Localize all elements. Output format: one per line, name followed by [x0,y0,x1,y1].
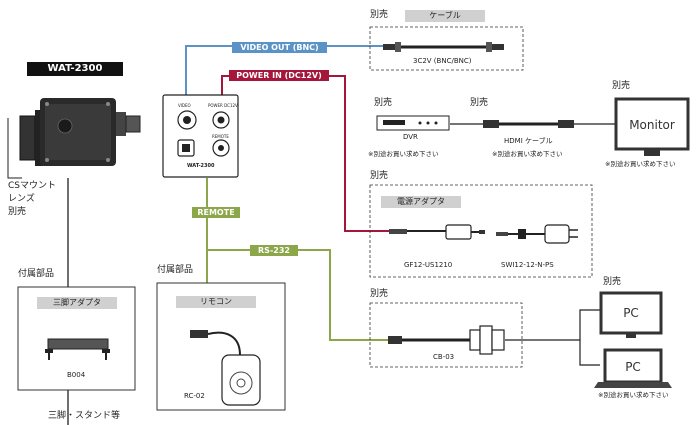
pc-split-line [505,309,600,341]
power-group-box [369,184,593,278]
monitor-sold-separately: 別売 [612,81,631,91]
dvr-name: DVR [403,133,418,141]
desktop-pc-illustration [599,291,663,338]
video-out-label: VIDEO OUT (BNC) [232,42,327,53]
monitor-illustration [614,97,690,156]
power-adapter-1-name: GF12-US1210 [404,261,453,269]
bnc-cable-illustration [383,42,504,52]
remote-control-header: リモコン [176,296,256,308]
hdmi-cable-name: HDMI ケーブル [504,137,553,145]
serial-group-box [369,302,523,368]
power-adapter-2-name: SWI12-12-N-PS [501,261,554,269]
cable-sold-separately: 別売 [370,10,389,20]
tripod-adapter-header: 三脚アダプタ [37,297,117,309]
control-unit-model-label: WAT-2300 [187,163,215,169]
monitor-screen-text: Monitor [629,118,675,132]
tripod-adapter-illustration [45,338,110,360]
power-adapter-header: 電源アダプタ [381,196,461,208]
power-adapter-2-illustration [496,224,578,244]
camera-model-label: WAT-2300 [27,62,123,76]
serial-cable-name: CB-03 [433,353,455,361]
pc-sold-separately: 別売 [603,277,622,287]
cable-group-box [369,26,524,71]
dvr-sold-separately: 別売 [374,98,393,108]
hdmi-cable-illustration [483,120,574,128]
port-remote-label: REMOTE [212,134,229,139]
lens-note-line1: CSマウント [8,181,56,191]
port-power-label: POWER DC12V [208,103,238,108]
tripod-adapter-name: B004 [67,371,86,379]
desktop-pc-screen-text: PC [623,306,639,320]
remote-label: REMOTE [192,207,240,218]
laptop-pc-illustration [594,348,672,388]
lens-note-line3: 別売 [8,207,27,217]
dvr-note: ※別途お買い求め下さい [368,150,439,158]
tripod-stand-note: 三脚・スタンド等 [48,411,121,421]
accessory1-title: 付属部品 [18,269,55,279]
power-sold-separately: 別売 [370,171,389,181]
power-adapter-1-illustration [389,224,485,240]
accessory2-title: 付属部品 [157,265,194,275]
port-video-label: VIDEO [178,103,191,108]
remote-control-illustration [190,330,261,406]
monitor-note: ※別途お買い求め下さい [605,160,676,168]
pc-split-line-2 [579,340,600,366]
dvr-illustration [376,115,450,131]
remote-control-name: RC-02 [184,392,205,400]
control-unit-illustration [162,94,239,178]
bnc-cable-name: 3C2V (BNC/BNC) [413,57,472,65]
camera-illustration [19,98,141,166]
laptop-pc-screen-text: PC [625,360,641,374]
pc-note: ※別途お買い求め下さい [598,391,669,399]
power-in-label: POWER IN (DC12V) [229,70,329,81]
hdmi-note: ※別途お買い求め下さい [492,150,563,158]
power-line [221,75,389,232]
serial-sold-separately: 別売 [370,289,389,299]
rs232-label: RS-232 [250,245,298,256]
hdmi-sold-separately: 別売 [470,98,489,108]
serial-cable-illustration [388,325,505,355]
cable-header: ケーブル [405,10,485,22]
lens-note-line2: レンズ [8,194,35,204]
